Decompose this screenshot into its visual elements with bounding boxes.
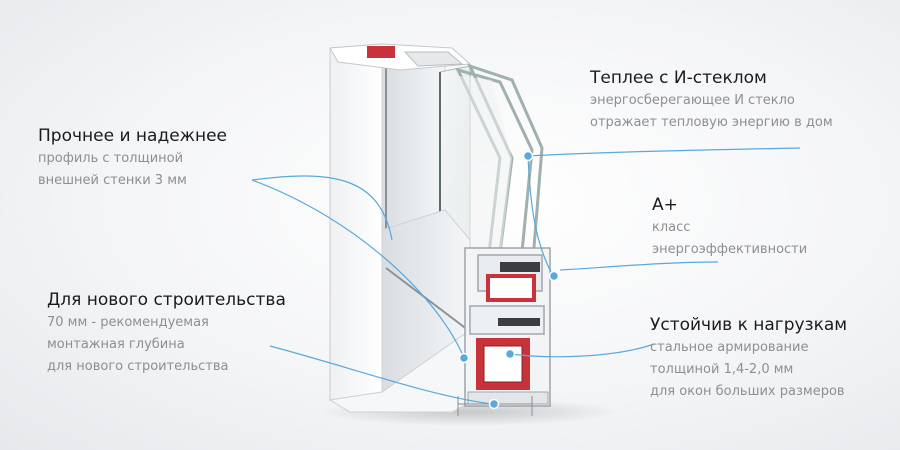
callout-class-line-1: класс [652,220,691,235]
callout-construction-title: Для нового строительства [47,290,286,310]
callout-class-title: A+ [652,195,678,215]
callout-warm-line-1: энергосберегающее И стекло [590,93,795,108]
marker-strong [458,352,470,364]
marker-load [504,348,516,360]
top-reinforcement [367,46,395,58]
callout-energy-class: A+ класс энергоэффективности [652,193,807,261]
marker-construction [488,398,500,410]
callout-strong-title: Прочнее и надежнее [38,126,228,146]
leader-glass-down [527,155,553,275]
callout-new-construction: Для нового строительства 70 мм - рекомен… [47,288,286,378]
frame-vertical-inner [381,43,446,231]
frame-vertical [329,43,383,401]
marker-warm [522,150,534,162]
leader-load [509,343,655,358]
callout-warm-line-2: отражает тепловую энергию в дом [590,115,833,130]
callout-warm-title: Теплее с И-стеклом [590,68,767,88]
profile-cross-section [464,247,551,407]
callout-load-title: Устойчив к нагрузкам [650,315,848,335]
callout-load-line-1: стальное армирование [650,340,809,355]
callout-warm-glass: Теплее с И-стеклом энергосберегающее И с… [590,66,833,134]
sash-reinforcement [486,274,536,302]
sill-seam [385,267,469,331]
leader-aplus [559,261,719,271]
callout-construction-line-1: 70 мм - рекомендуемая [47,315,209,330]
callout-strong-profile: Прочнее и надежнее профиль с толщиной вн… [38,124,227,192]
leader-construction [269,345,493,405]
callout-class-line-2: энергоэффективности [652,242,808,257]
callout-construction-line-2: монтажная глубина [47,337,185,352]
callout-load-resistant: Устойчив к нагрузкам стальное армировани… [650,313,847,403]
callout-strong-line-2: внешней стенки 3 мм [38,173,187,188]
callout-strong-line-1: профиль с толщиной [38,151,184,166]
gasket-mid [498,318,540,326]
top-chambers [403,51,464,67]
callout-load-line-3: для окон больших размеров [650,384,845,399]
glass-surface [444,74,512,262]
callout-load-line-2: толщиной 1,4-2,0 мм [650,362,794,377]
marker-aplus [548,270,560,282]
leader-strong [251,175,393,241]
frame-reinforcement-inner [483,345,523,383]
gasket-top [500,262,540,272]
leader-strong-2 [251,179,465,359]
leader-warm [527,147,801,157]
callout-construction-line-3: для нового строительства [47,359,229,374]
